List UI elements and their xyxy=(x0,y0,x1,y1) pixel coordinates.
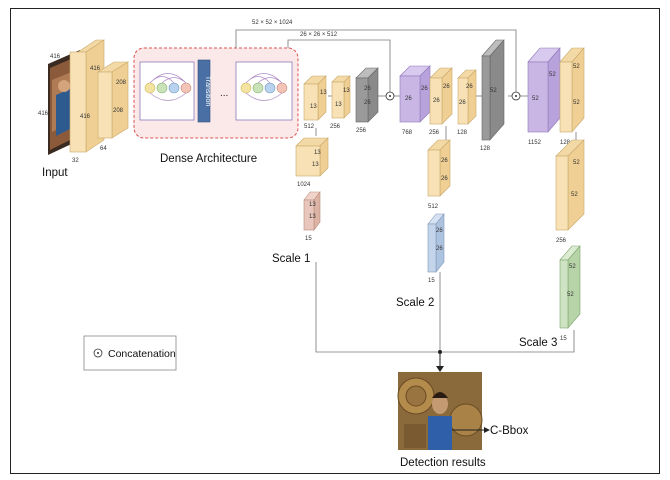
concatenation-icon xyxy=(94,349,102,357)
detection-result-image xyxy=(398,372,482,450)
layer-256b-side-label: 26 xyxy=(443,84,450,90)
merge-arrowhead xyxy=(436,366,444,372)
layer-box-768 xyxy=(400,66,430,122)
layer-768-side-label: 26 xyxy=(421,86,428,92)
concat-node-1 xyxy=(386,92,394,100)
layer-768-depth-label: 768 xyxy=(402,130,413,136)
layer-15a-side-label: 13 xyxy=(309,202,316,208)
layer-512b-face-label: 26 xyxy=(441,176,448,182)
layer-256a-side-label: 13 xyxy=(343,88,350,94)
layer-box-512b xyxy=(428,140,450,196)
layer-128gray-face-label: 52 xyxy=(490,88,497,94)
layer-32-depth-label: 32 xyxy=(72,158,79,164)
route-label-26: 26 × 26 × 512 xyxy=(300,32,338,38)
layer-32-face-label: 416 xyxy=(80,114,91,120)
layer-128gray-depth-label: 128 xyxy=(480,146,491,152)
detection-results-label: Detection results xyxy=(400,457,486,469)
layer-128a-side-label: 26 xyxy=(466,84,473,90)
layer-15b-face-label: 26 xyxy=(436,246,443,252)
input-label: Input xyxy=(42,167,68,179)
layer-box-1024 xyxy=(296,138,328,176)
layer-1024-depth-label: 1024 xyxy=(297,182,311,188)
layer-15c-depth-label: 15 xyxy=(560,336,567,342)
layer-512-face-label: 13 xyxy=(310,104,317,110)
dense-ellipsis: ... xyxy=(220,88,228,99)
layer-box-15-scale2 xyxy=(428,214,444,272)
dense-architecture-label: Dense Architecture xyxy=(160,153,257,165)
route-label-52: 52 × 52 × 1024 xyxy=(252,20,293,26)
layer-1152-face-label: 52 xyxy=(532,96,539,102)
layer-128a-face-label: 26 xyxy=(459,100,466,106)
layer-1024-side-label: 13 xyxy=(314,150,321,156)
scale1-label: Scale 1 xyxy=(272,253,310,265)
layer-15a-face-label: 13 xyxy=(309,214,316,220)
layer-256a-face-label: 13 xyxy=(335,102,342,108)
dense-block-2 xyxy=(236,62,292,120)
layer-box-512 xyxy=(304,76,326,120)
cbbox-label: C-Bbox xyxy=(490,425,529,437)
scale3-label: Scale 3 xyxy=(519,337,557,349)
layer-64-side-label: 208 xyxy=(116,80,127,86)
layer-128a-depth-label: 128 xyxy=(457,130,468,136)
transition-label: Transition xyxy=(204,76,211,107)
layer-15c-face-label: 52 xyxy=(567,292,574,298)
layer-box-1152 xyxy=(528,48,560,132)
dense-block-1 xyxy=(140,62,194,120)
layer-15c-side-label: 52 xyxy=(569,264,576,270)
input-width-label: 416 xyxy=(50,54,61,60)
layer-256b-depth-label: 256 xyxy=(429,130,440,136)
layer-box-15-scale1 xyxy=(304,192,320,230)
layer-256c-side-label: 52 xyxy=(573,160,580,166)
layer-64-depth-label: 64 xyxy=(100,146,107,152)
layer-128b-side-label: 52 xyxy=(573,64,580,70)
layer-256c-face-label: 52 xyxy=(571,192,578,198)
layer-512-side-label: 13 xyxy=(320,90,327,96)
layer-256a-depth-label: 256 xyxy=(330,124,341,130)
layer-box-256c xyxy=(556,140,584,230)
layer-15b-depth-label: 15 xyxy=(428,278,435,284)
layer-256gray-face-label: 26 xyxy=(364,100,371,106)
layer-256c-depth-label: 256 xyxy=(556,238,567,244)
layer-1152-side-label: 52 xyxy=(549,72,556,78)
layer-box-128b xyxy=(560,48,584,132)
input-height-label: 416 xyxy=(38,111,49,117)
layer-512b-side-label: 26 xyxy=(441,158,448,164)
layer-box-256-gray xyxy=(356,68,378,122)
layer-512-depth-label: 512 xyxy=(304,124,315,130)
layer-256gray-side-label: 26 xyxy=(364,86,371,92)
layer-768-face-label: 26 xyxy=(405,96,412,102)
layer-256gray-depth-label: 256 xyxy=(356,128,367,134)
layer-256b-face-label: 26 xyxy=(433,98,440,104)
layer-box-64 xyxy=(98,62,128,138)
concat-node-2 xyxy=(512,92,520,100)
scale2-label: Scale 2 xyxy=(396,297,434,309)
layer-1024-face-label: 13 xyxy=(312,162,319,168)
layer-64-face-label: 208 xyxy=(113,108,124,114)
layer-1152-depth-label: 1152 xyxy=(528,140,542,146)
layer-512b-depth-label: 512 xyxy=(428,204,439,210)
layer-128b-face-label: 52 xyxy=(573,100,580,106)
merge-point xyxy=(438,350,442,354)
layer-box-128a xyxy=(458,70,476,124)
layer-box-15-scale3 xyxy=(560,246,580,328)
layer-15b-side-label: 26 xyxy=(436,228,443,234)
layer-box-256b xyxy=(430,68,452,124)
layer-15a-depth-label: 15 xyxy=(305,236,312,242)
layer-box-256a xyxy=(332,76,350,118)
legend-concatenation-label: Concatenation xyxy=(108,348,176,360)
